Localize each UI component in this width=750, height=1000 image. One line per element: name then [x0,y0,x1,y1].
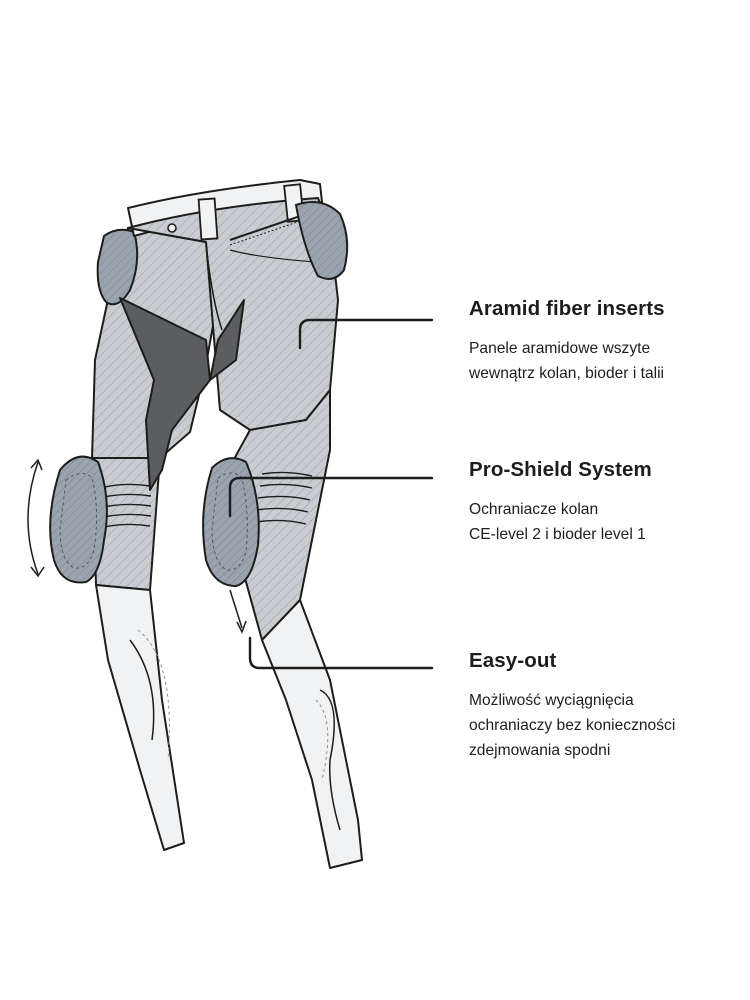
feature-pro-shield: Pro-Shield System Ochraniacze kolan CE-l… [469,458,739,547]
right-leg [202,389,363,869]
feature-description: Panele aramidowe wszyte wewnątrz kolan, … [469,339,665,382]
aramid-insert-right [209,299,245,381]
button-icon [167,223,177,233]
callout-lines [228,318,434,670]
slide-arrow-icon [229,589,243,629]
feature-description: Możliwość wyciągnięcia ochraniaczy bez k… [469,691,676,759]
right-knee-ribbing [255,471,313,525]
left-knee-protector [49,455,108,584]
feature-aramid: Aramid fiber inserts Panele aramidowe ws… [469,297,739,386]
feature-title: Easy-out [469,649,557,672]
feature-title: Pro-Shield System [469,458,652,481]
feature-title: Aramid fiber inserts [469,297,665,320]
aramid-insert-left [119,297,211,491]
rotate-arrow-icon [27,458,45,578]
right-hip-protector [294,201,349,280]
feature-easy-out: Easy-out Możliwość wyciągnięcia ochrania… [469,649,739,763]
left-hip-protector [96,228,139,306]
feature-description: Ochraniacze kolan CE-level 2 i bioder le… [469,500,646,543]
